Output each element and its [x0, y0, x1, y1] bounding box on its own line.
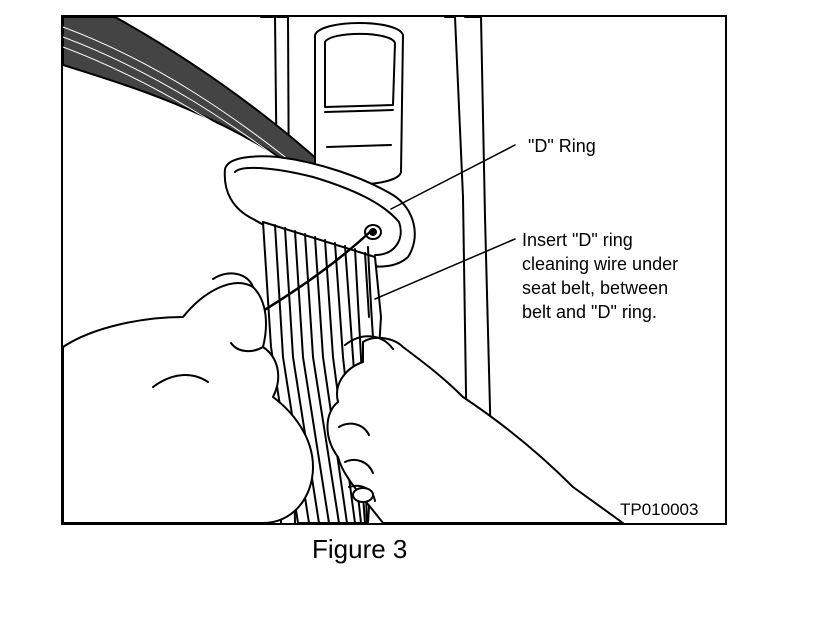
d-ring-callout-label: "D" Ring	[528, 136, 596, 156]
figure-caption: Figure 3	[312, 534, 408, 564]
insert-wire-callout-line: seat belt, between	[522, 278, 669, 298]
height-adjuster	[314, 22, 404, 186]
insert-wire-callout-line: belt and "D" ring.	[522, 302, 657, 322]
insert-wire-callout-line: Insert "D" ring	[522, 230, 633, 250]
seat-belt-d-ring-illustration	[63, 17, 624, 523]
insert-wire-callout: Insert "D" ring cleaning wire under seat…	[522, 229, 678, 325]
right-hand-icon	[326, 335, 624, 523]
d-ring-leader-line	[390, 144, 516, 210]
figure-frame: "D" Ring Insert "D" ring cleaning wire u…	[61, 15, 727, 525]
insert-leader-line	[374, 238, 516, 300]
figure-code: TP010003	[620, 500, 699, 519]
insert-wire-callout-line: cleaning wire under	[522, 254, 679, 274]
left-hand-icon	[63, 272, 314, 523]
